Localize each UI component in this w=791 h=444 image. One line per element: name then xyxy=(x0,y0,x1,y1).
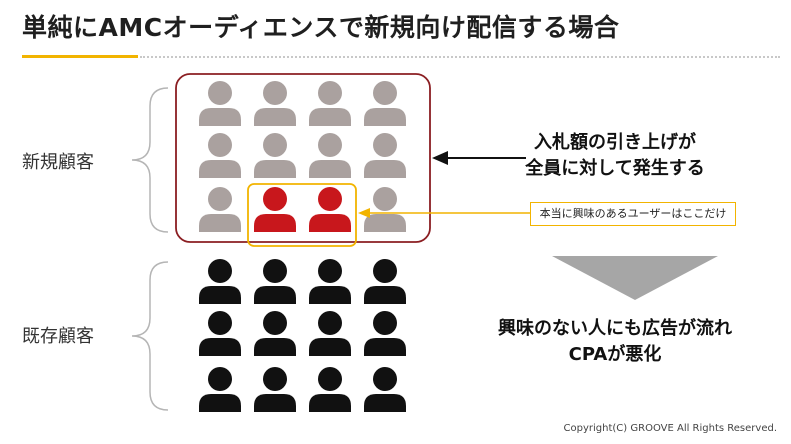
slide-title: 単純にAMCオーディエンスで新規向け配信する場合 xyxy=(22,13,620,42)
person-icon-existing xyxy=(364,311,406,356)
cpa-line-2: CPAが悪化 xyxy=(568,344,662,365)
bid-increase-callout: 入札額の引き上げが 全員に対して発生する xyxy=(470,130,760,182)
note-connector-head xyxy=(358,208,370,218)
label-new-customers: 新規顧客 xyxy=(22,152,94,173)
person-icon-existing xyxy=(199,367,241,412)
interested-highlight-box xyxy=(247,183,357,247)
person-icon-new xyxy=(254,81,296,126)
person-icon-existing xyxy=(309,311,351,356)
label-existing-customers: 既存顧客 xyxy=(22,326,94,347)
arrow-to-frame-head xyxy=(432,151,448,165)
person-icon-existing xyxy=(309,259,351,304)
person-icon-new xyxy=(199,187,241,232)
person-icon-existing xyxy=(199,259,241,304)
person-icon-existing xyxy=(254,311,296,356)
person-icon-existing xyxy=(364,259,406,304)
title-underline xyxy=(22,55,138,58)
person-icon-new xyxy=(309,81,351,126)
existing-customers-icons xyxy=(199,259,406,412)
interest-note-box: 本当に興味のあるユーザーはここだけ xyxy=(530,202,736,226)
new-customers-icons xyxy=(199,81,406,232)
cpa-callout: 興味のない人にも広告が流れ CPAが悪化 xyxy=(470,316,760,368)
copyright-text: Copyright(C) GROOVE All Rights Reserved. xyxy=(563,423,777,434)
person-icon-interested xyxy=(309,187,351,232)
person-icon-new xyxy=(199,133,241,178)
person-icon-new xyxy=(309,133,351,178)
down-chevron xyxy=(552,256,718,300)
bid-line-2: 全員に対して発生する xyxy=(525,158,705,179)
cpa-line-1: 興味のない人にも広告が流れ xyxy=(498,318,732,339)
person-icon-new xyxy=(364,133,406,178)
person-icon-new xyxy=(254,133,296,178)
dotted-divider xyxy=(140,56,780,58)
brace-existing xyxy=(131,261,169,411)
person-icon-existing xyxy=(364,367,406,412)
brace-new xyxy=(131,87,169,233)
person-icon-new xyxy=(364,187,406,232)
person-icon-new xyxy=(364,81,406,126)
person-icon-new xyxy=(199,81,241,126)
person-icon-existing xyxy=(309,367,351,412)
person-icon-interested xyxy=(254,187,296,232)
person-icon-existing xyxy=(254,367,296,412)
bid-line-1: 入札額の引き上げが xyxy=(534,132,696,153)
new-customers-frame xyxy=(175,73,431,243)
person-icon-existing xyxy=(199,311,241,356)
person-icon-existing xyxy=(254,259,296,304)
